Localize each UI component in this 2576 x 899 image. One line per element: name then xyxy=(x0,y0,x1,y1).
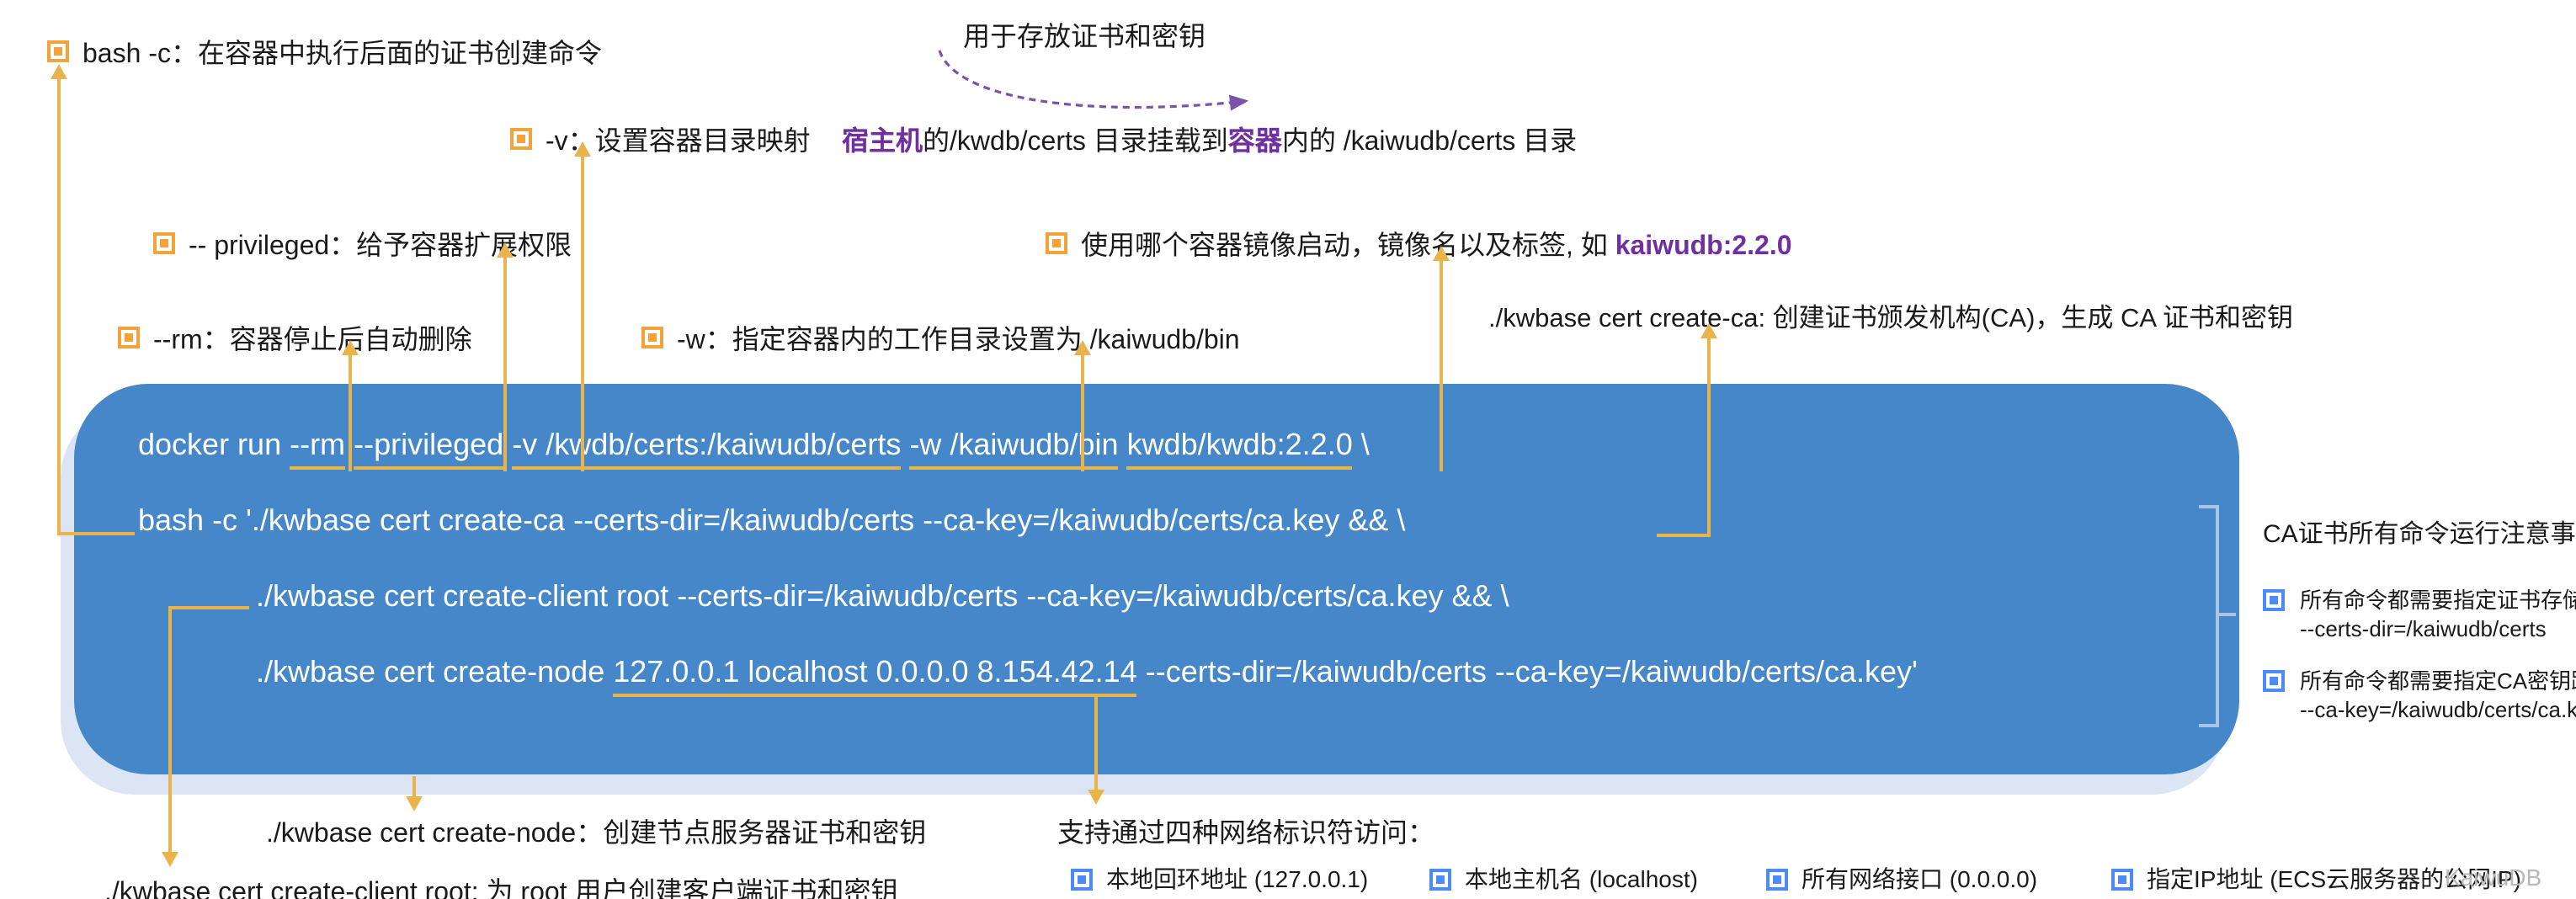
notes-bracket xyxy=(2199,724,2219,727)
arrow-privileged-head xyxy=(497,242,514,258)
annotation-store-note: 用于存放证书和密钥 xyxy=(963,13,1206,54)
annotation-create-client: ./kwbase cert create-client root: 为 root… xyxy=(104,879,898,899)
annotation-v-sentence: 宿主机的/kwdb/certs 目录挂载到容器内的 /kaiwudb/certs… xyxy=(842,118,1577,158)
annotation-bash-c-label: bash -c：在容器中执行后面的证书创建命令 xyxy=(82,40,602,69)
arrow-create-node-line xyxy=(412,776,416,801)
cmd-segment-privileged: --privileged xyxy=(354,428,504,470)
orange-square-icon xyxy=(510,127,532,149)
annotation-v-container: 容器 xyxy=(1227,128,1282,157)
arrow-v-line xyxy=(581,155,584,471)
arrow-create-client-head xyxy=(162,852,178,867)
blue-square-icon xyxy=(1766,868,1788,890)
note-item-line1: 所有命令都需要指定CA密钥路径： xyxy=(2300,668,2576,694)
cmd-segment-rm: --rm xyxy=(290,428,346,470)
arrow-bash-c-line xyxy=(57,532,135,535)
arrow-image-head xyxy=(1433,246,1450,261)
cmd-segment: \ xyxy=(1352,428,1370,461)
arrow-rm-head xyxy=(342,340,359,355)
network-item-label: 指定IP地址 (ECS云服务器的公网IP) xyxy=(2147,865,2521,892)
arrow-network-head xyxy=(1088,790,1104,805)
annotation-w: -w：指定容器内的工作目录设置为 /kaiwudb/bin xyxy=(641,317,1240,357)
cmd-segment: --certs-dir=/kaiwudb/certs --ca-key=/kai… xyxy=(1136,655,1918,689)
blue-square-icon xyxy=(2263,670,2285,692)
notes-bracket xyxy=(2216,613,2236,616)
annotation-image-tag: kaiwudb:2.2.0 xyxy=(1615,232,1792,261)
dashed-curve-arrow xyxy=(938,50,1249,111)
arrow-create-client-line xyxy=(168,606,249,609)
arrow-create-ca-head xyxy=(1700,323,1717,338)
annotation-create-node: ./kwbase cert create-node：创建节点服务器证书和密钥 xyxy=(266,820,927,848)
cmd-segment-w: -w /kaiwudb/bin xyxy=(909,428,1119,470)
command-line-1: docker run --rm --privileged -v /kwdb/ce… xyxy=(138,428,1370,470)
cmd-segment-v: -v /kwdb/certs:/kaiwudb/certs xyxy=(512,428,902,470)
arrow-rm-line xyxy=(349,354,352,471)
arrow-create-ca-line xyxy=(1657,534,1711,537)
note-item-line1: 所有命令都需要指定证书存储目录： xyxy=(2300,588,2576,613)
note-item: 所有命令都需要指定CA密钥路径： --ca-key=/kaiwudb/certs… xyxy=(2263,667,2576,724)
arrow-bash-c-head xyxy=(51,64,67,79)
note-item-line2: --ca-key=/kaiwudb/certs/ca.key xyxy=(2300,697,2576,722)
annotation-v-host: 宿主机 xyxy=(842,128,923,157)
orange-square-icon xyxy=(641,326,663,348)
blue-square-icon xyxy=(2111,868,2133,890)
annotation-w-label: -w：指定容器内的工作目录设置为 /kaiwudb/bin xyxy=(677,327,1240,355)
command-box xyxy=(74,384,2239,774)
orange-square-icon xyxy=(118,326,140,348)
arrow-w-head xyxy=(1074,340,1091,355)
cmd-segment: docker run xyxy=(138,428,290,461)
blue-square-icon xyxy=(1071,868,1093,890)
arrow-privileged-line xyxy=(503,256,507,471)
network-item-label: 本地回环地址 (127.0.0.1) xyxy=(1106,865,1369,892)
annotation-v-mid: 的/kwdb/certs 目录挂载到 xyxy=(923,128,1228,157)
network-item-loopback: 本地回环地址 (127.0.0.1) xyxy=(1071,862,1368,896)
command-line-3: ./kwbase cert create-client root --certs… xyxy=(256,579,1509,613)
annotation-create-ca: ./kwbase cert create-ca: 创建证书颁发机构(CA)，生成… xyxy=(1488,305,2293,333)
annotation-v-tail: 内的 /kaiwudb/certs 目录 xyxy=(1281,128,1578,157)
arrow-v-head xyxy=(574,141,591,157)
network-item-label: 所有网络接口 (0.0.0.0) xyxy=(1802,865,2038,892)
command-line-2: bash -c './kwbase cert create-ca --certs… xyxy=(138,503,1406,537)
cmd-segment-network-ids: 127.0.0.1 localhost 0.0.0.0 8.154.42.14 xyxy=(613,655,1137,697)
arrow-w-line xyxy=(1081,354,1084,471)
command-line-4: ./kwbase cert create-node 127.0.0.1 loca… xyxy=(256,655,1918,697)
network-item-localhost: 本地主机名 (localhost) xyxy=(1429,862,1698,896)
arrow-network-line xyxy=(1094,697,1098,795)
arrow-create-ca-line xyxy=(1707,337,1711,537)
annotation-rm-label: --rm：容器停止后自动删除 xyxy=(153,327,472,355)
note-item-line2: --certs-dir=/kaiwudb/certs xyxy=(2300,616,2547,641)
annotation-image-pre: 使用哪个容器镜像启动，镜像名以及标签, 如 xyxy=(1081,232,1615,261)
orange-square-icon xyxy=(1046,231,1067,253)
annotation-rm: --rm：容器停止后自动删除 xyxy=(118,317,472,357)
annotation-image: 使用哪个容器镜像启动，镜像名以及标签, 如 kaiwudb:2.2.0 xyxy=(1046,222,1792,263)
cmd-segment-image: kwdb/kwdb:2.2.0 xyxy=(1126,428,1353,470)
annotation-bash-c: bash -c：在容器中执行后面的证书创建命令 xyxy=(47,30,602,71)
arrow-create-client-line xyxy=(168,606,172,859)
note-item: 所有命令都需要指定证书存储目录： --certs-dir=/kaiwudb/ce… xyxy=(2263,586,2576,643)
arrow-create-node-head xyxy=(406,796,423,811)
arrow-bash-c-line xyxy=(57,77,61,535)
notes-title: CA证书所有命令运行注意事项： xyxy=(2263,520,2576,549)
network-item-label: 本地主机名 (localhost) xyxy=(1465,865,1698,892)
cmd-segment xyxy=(901,428,909,461)
notes-bracket xyxy=(2199,505,2219,508)
cmd-segment: ./kwbase cert create-node xyxy=(256,655,614,689)
orange-square-icon xyxy=(153,231,175,253)
orange-square-icon xyxy=(47,40,69,61)
notes-bracket xyxy=(2216,505,2219,727)
arrow-image-line xyxy=(1440,259,1443,471)
watermark: KaiwuDB xyxy=(2445,864,2542,891)
network-title: 支持通过四种网络标识符访问： xyxy=(1057,820,1435,848)
blue-square-icon xyxy=(2263,589,2285,611)
blue-square-icon xyxy=(1429,868,1451,890)
annotation-privileged-label: -- privileged：给予容器扩展权限 xyxy=(189,232,572,261)
network-item-all-interfaces: 所有网络接口 (0.0.0.0) xyxy=(1766,862,2037,896)
annotation-v: -v：设置容器目录映射 xyxy=(510,118,811,158)
network-item-public-ip: 指定IP地址 (ECS云服务器的公网IP) xyxy=(2111,862,2521,896)
annotation-store-note-label: 用于存放证书和密钥 xyxy=(963,24,1206,52)
